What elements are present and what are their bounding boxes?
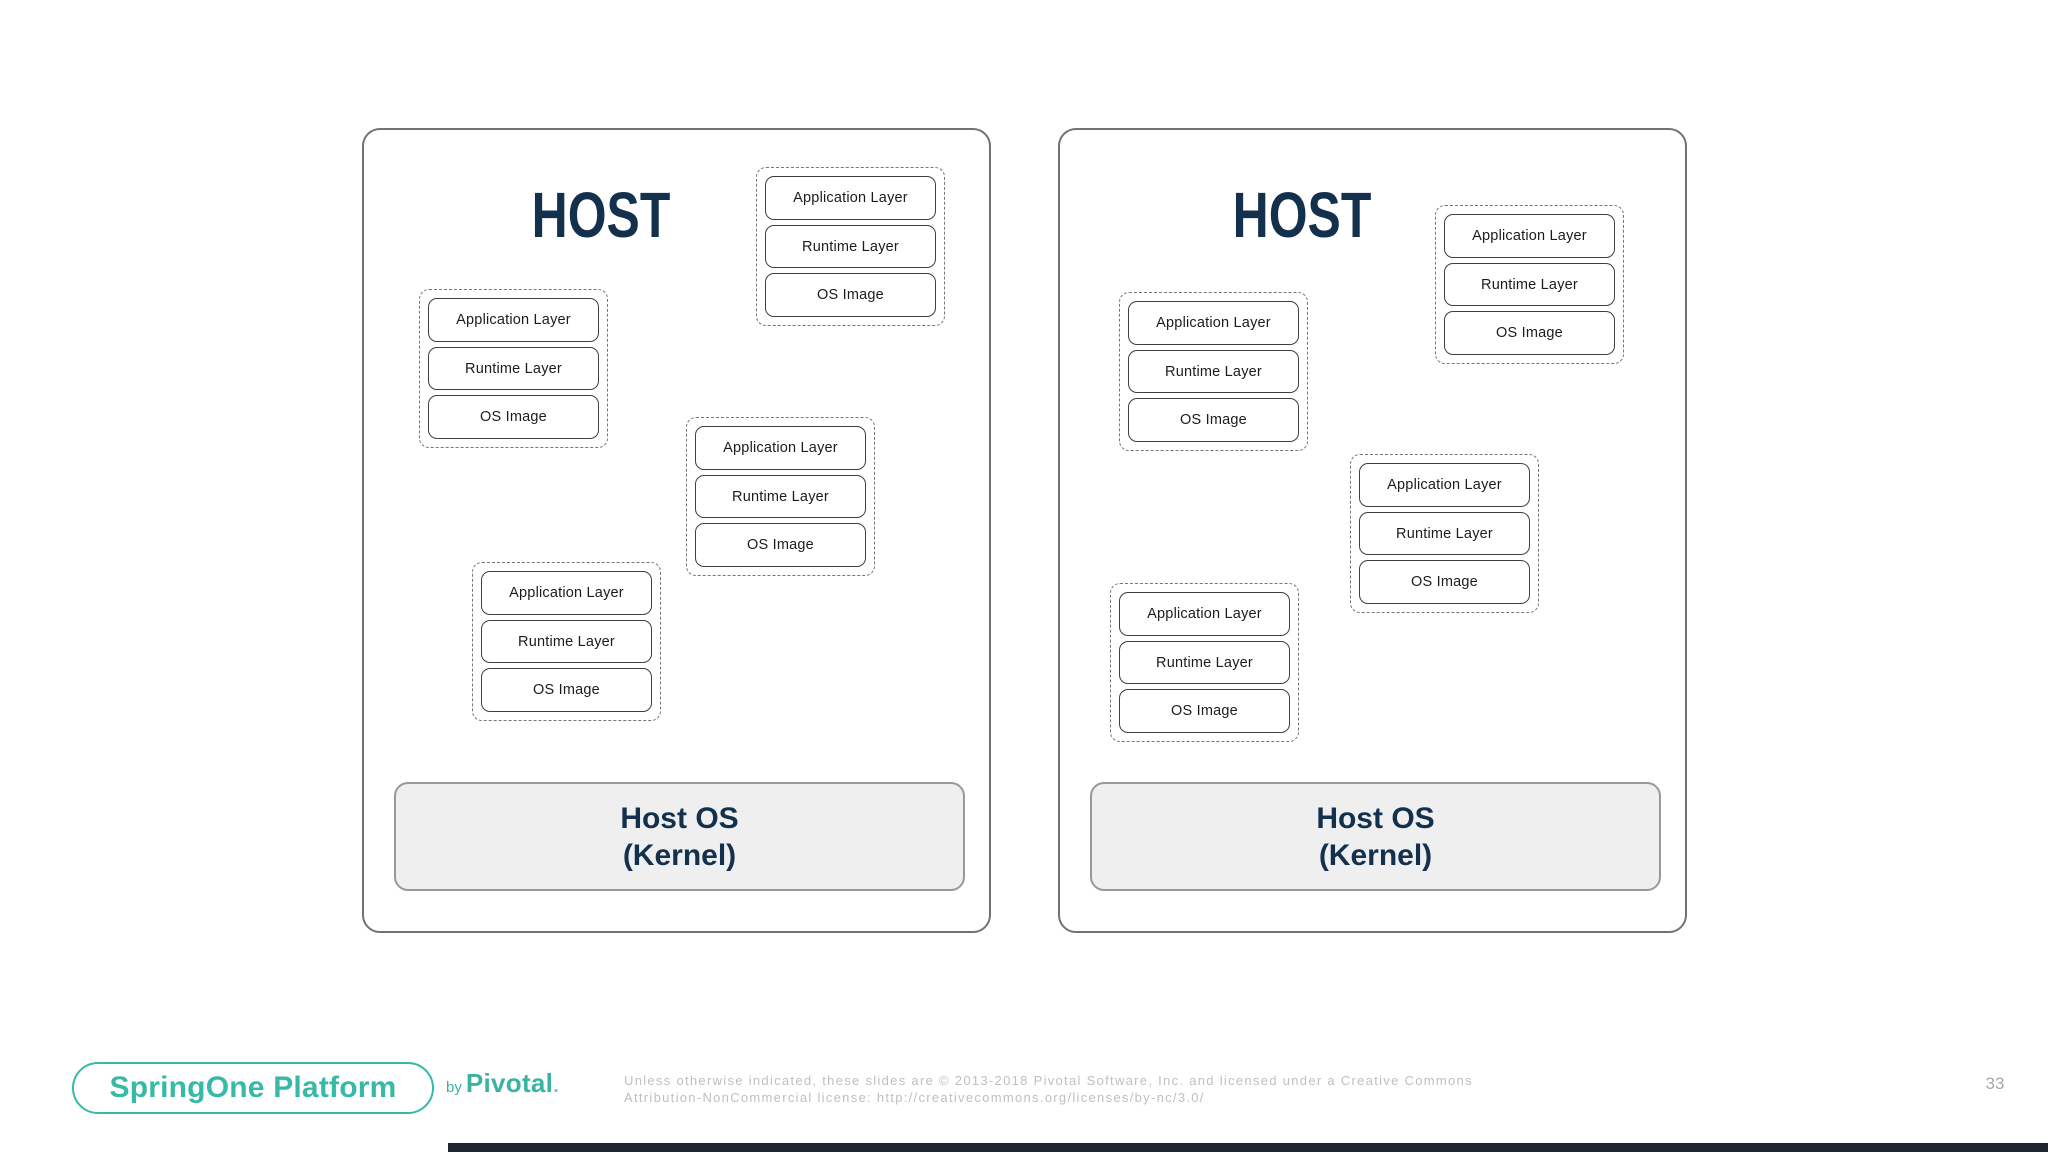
page-number: 33 — [1985, 1074, 2005, 1093]
container-stack: Application Layer Runtime Layer OS Image — [1110, 583, 1299, 742]
runtime-layer-box: Runtime Layer — [695, 474, 866, 519]
bottom-bar — [448, 1143, 2048, 1152]
license-text: Unless otherwise indicated, these slides… — [624, 1072, 1544, 1106]
application-layer-box: Application Layer — [481, 571, 652, 615]
kernel-line1: Host OS — [1316, 801, 1435, 835]
application-layer-box: Application Layer — [1128, 301, 1299, 345]
license-line-1: Unless otherwise indicated, these slides… — [624, 1073, 1473, 1088]
host-title: HOST — [1232, 179, 1372, 251]
runtime-layer-box: Runtime Layer — [765, 224, 936, 269]
application-layer-box: Application Layer — [765, 176, 936, 220]
kernel-line2: (Kernel) — [622, 838, 737, 872]
runtime-layer-box: Runtime Layer — [1128, 349, 1299, 394]
container-stack: Application Layer Runtime Layer OS Image — [686, 417, 875, 576]
application-layer-box: Application Layer — [428, 298, 599, 342]
license-line-2: Attribution-NonCommercial license: http:… — [624, 1090, 1205, 1105]
host-os-kernel-box: Host OS (Kernel) — [1090, 782, 1661, 891]
runtime-layer-box: Runtime Layer — [428, 346, 599, 391]
os-image-box: OS Image — [481, 668, 652, 713]
container-stack: Application Layer Runtime Layer OS Image — [472, 562, 661, 721]
springone-logo-text: SpringOne Platform — [109, 1071, 397, 1104]
application-layer-box: Application Layer — [1444, 214, 1615, 258]
kernel-line2: (Kernel) — [1318, 838, 1433, 872]
host-title: HOST — [531, 179, 671, 251]
os-image-box: OS Image — [1444, 311, 1615, 356]
container-stack: Application Layer Runtime Layer OS Image — [1119, 292, 1308, 451]
container-stack: Application Layer Runtime Layer OS Image — [419, 289, 608, 448]
kernel-line1: Host OS — [620, 801, 739, 835]
runtime-layer-box: Runtime Layer — [1444, 262, 1615, 307]
runtime-layer-box: Runtime Layer — [1359, 511, 1530, 556]
container-stack: Application Layer Runtime Layer OS Image — [1350, 454, 1539, 613]
os-image-box: OS Image — [428, 395, 599, 440]
application-layer-box: Application Layer — [1359, 463, 1530, 507]
application-layer-box: Application Layer — [695, 426, 866, 470]
os-image-box: OS Image — [1119, 689, 1290, 734]
byline-by-text: by — [446, 1079, 462, 1096]
host-panel-right: HOST Application Layer Runtime Layer OS … — [1058, 128, 1687, 933]
application-layer-box: Application Layer — [1119, 592, 1290, 636]
container-stack: Application Layer Runtime Layer OS Image — [756, 167, 945, 326]
pivotal-byline: by Pivotal . — [446, 1068, 559, 1102]
runtime-layer-box: Runtime Layer — [481, 619, 652, 664]
os-image-box: OS Image — [695, 523, 866, 568]
springone-platform-logo: SpringOne Platform — [72, 1062, 434, 1114]
os-image-box: OS Image — [1359, 560, 1530, 605]
container-stack: Application Layer Runtime Layer OS Image — [1435, 205, 1624, 364]
os-image-box: OS Image — [1128, 398, 1299, 443]
host-os-kernel-box: Host OS (Kernel) — [394, 782, 965, 891]
pivotal-wordmark: Pivotal — [465, 1068, 554, 1098]
pivotal-wordmark-dot: . — [553, 1075, 559, 1097]
host-panel-left: HOST Application Layer Runtime Layer OS … — [362, 128, 991, 933]
runtime-layer-box: Runtime Layer — [1119, 640, 1290, 685]
os-image-box: OS Image — [765, 273, 936, 318]
